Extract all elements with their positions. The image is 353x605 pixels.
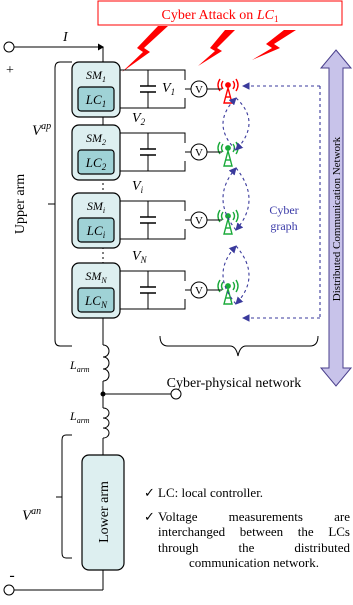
- attack-lightning-icons: [122, 26, 296, 72]
- antenna-icon: [217, 209, 239, 235]
- note-item: ✓ Voltage measurements are interchanged …: [144, 509, 350, 571]
- antenna-icon: [217, 78, 239, 104]
- upper-arm-voltage: Vap: [32, 121, 51, 139]
- lightning-icon: [122, 26, 168, 72]
- lower-arm-label: Lower arm: [97, 481, 112, 543]
- current-arrow-icon: [98, 43, 104, 51]
- local-controller-label: LCN: [84, 293, 108, 310]
- attack-banner-text: Cyber Attack on LC1: [162, 8, 279, 24]
- inductor-icon: [102, 344, 110, 382]
- cyber-graph-links: [222, 82, 321, 322]
- lower-arm-voltage: Van: [22, 506, 41, 524]
- local-controller-label: LC2: [85, 155, 107, 172]
- submodule-label: SM1: [86, 68, 106, 84]
- submodule-4: SMN LCN V VN: [71, 249, 239, 319]
- capacitor-voltage-label: V1: [162, 81, 175, 97]
- check-icon: ✓: [144, 508, 155, 524]
- note-item: ✓ LC: local controller.: [144, 485, 350, 501]
- ac-output-terminal: [170, 388, 182, 400]
- notes-list: ✓ LC: local controller. ✓ Voltage measur…: [144, 485, 350, 579]
- upper-arm-bracket: [54, 61, 72, 347]
- cyber-physical-label: Cyber-physical network: [167, 376, 302, 391]
- lower-arm-bracket: [61, 434, 72, 559]
- submodule-label: SM2: [86, 131, 106, 147]
- minus-sign: -: [9, 567, 14, 584]
- submodule-label: SMi: [87, 199, 105, 215]
- attack-banner: [97, 0, 343, 26]
- capacitor-voltage-label: Vi: [132, 179, 144, 195]
- voltmeter-label: V: [195, 84, 203, 96]
- communication-network-label: Distributed Communication Network: [331, 136, 343, 301]
- local-controller-label: LCi: [86, 223, 106, 240]
- inductor-label-upper: Larm: [69, 358, 90, 374]
- dc-positive-terminal: [3, 41, 15, 53]
- antenna-icon: [217, 141, 239, 167]
- antenna-icon: [217, 279, 239, 305]
- upper-arm-label: Upper arm: [13, 174, 28, 234]
- dc-negative-terminal: [3, 584, 15, 596]
- voltmeter-label: V: [195, 285, 203, 297]
- inductor-icon: [102, 407, 110, 439]
- lightning-icon: [252, 30, 296, 60]
- capacitor-voltage-label: VN: [132, 249, 148, 265]
- capacitor-voltage-label: V2: [132, 111, 146, 127]
- plus-sign: +: [6, 63, 14, 78]
- voltmeter-label: V: [195, 215, 203, 227]
- check-icon: ✓: [144, 485, 155, 500]
- note-text: LC: local controller.: [158, 485, 264, 500]
- note-text: Voltage measurements are interchanged be…: [158, 508, 350, 571]
- lightning-icon: [198, 30, 235, 66]
- cyber-physical-brace: [159, 335, 319, 357]
- cyber-graph-label-2: graph: [270, 219, 297, 233]
- local-controller-label: LC1: [85, 92, 106, 109]
- cyber-graph-label: Cyber: [269, 203, 298, 217]
- current-label: I: [62, 30, 69, 45]
- voltmeter-label: V: [195, 147, 203, 159]
- communication-network-arrow: [319, 49, 353, 387]
- submodule-label: SMN: [85, 269, 107, 285]
- inductor-label-lower: Larm: [69, 409, 90, 425]
